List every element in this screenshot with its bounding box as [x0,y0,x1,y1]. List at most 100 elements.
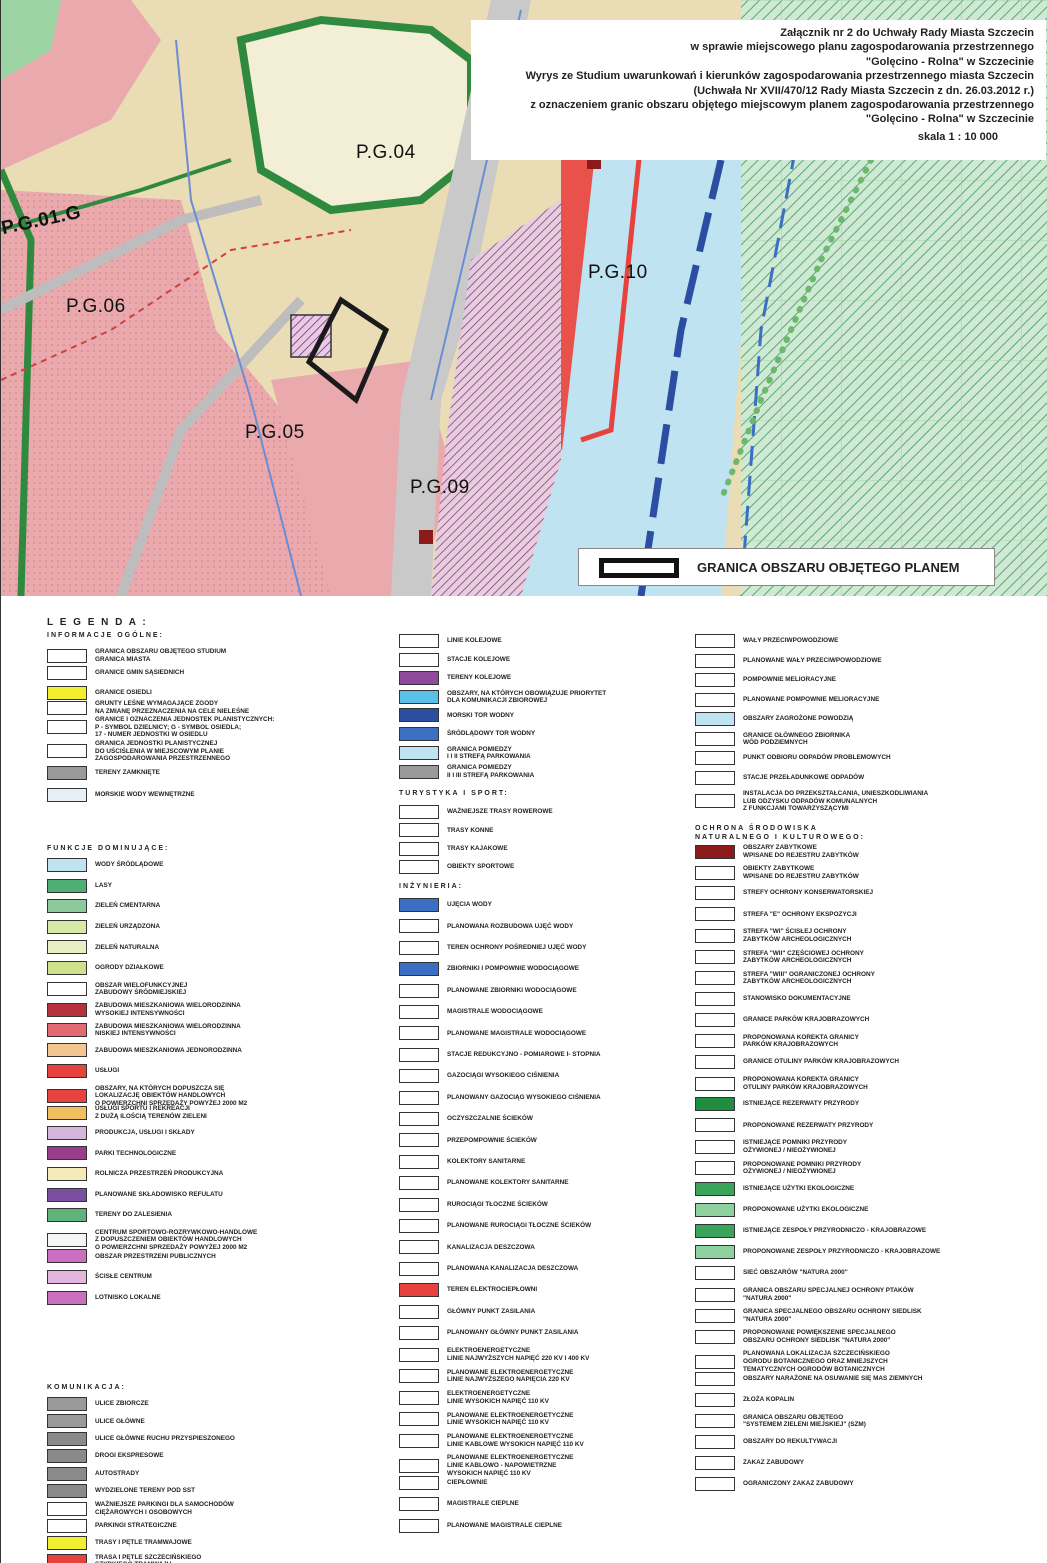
legend-item-label: KANALIZACJA DESZCZOWA [447,1243,535,1251]
legend-item: ZIELEŃ CMENTARNA [47,899,160,914]
legend-item: PROPONOWANA KOREKTA GRANICY OTULINY PARK… [695,1076,868,1091]
legend-item: PROPONOWANE UŻYTKI EKOLOGICZNE [695,1202,868,1217]
legend-item: PROPONOWANE ZESPOŁY PRZYRODNICZO - KRAJO… [695,1244,941,1259]
legend-swatch [695,1455,735,1470]
legend-item-label: ELEKTROENERGETYCZNE LINIE NAJWYŻSZYCH NA… [447,1347,590,1362]
legend-item-label: PLANOWANA LOKALIZACJA SZCZECIŃSKIEGO OGR… [743,1350,890,1373]
legend-item-label: STACJE PRZEŁADUNKOWE ODPADÓW [743,773,865,781]
legend-item-label: ULICE GŁÓWNE RUCHU PRZYSPIESZONEGO [95,1435,235,1442]
legend-item: PROPONOWANE POWIĘKSZENIE SPECJALNEGO OBS… [695,1329,896,1344]
legend-swatch [695,1034,735,1049]
legend-item: PLANOWANE MAGISTRALE CIEPLNE [399,1518,562,1533]
legend-swatch [47,899,87,914]
legend-item: MAGISTRALE WODOCIĄGOWE [399,1005,543,1019]
legend-item-label: WODY ŚRÓDLĄDOWE [95,861,164,869]
legend-item-label: OBSZARY DO REKULTYWACJI [743,1438,837,1445]
legend-item-label: PLANOWANY GAZOCIĄG WYSOKIEGO CIŚNIENIA [447,1093,601,1101]
legend-item-label: TRASA I PĘTLE SZCZECIŃSKIEGO SZYBKIEGO T… [95,1553,202,1563]
legend-swatch [399,1069,439,1084]
legend-swatch [695,794,735,809]
legend-item: STACJE KOLEJOWE [399,652,510,667]
legend-item: GRANICE PARKÓW KRAJOBRAZOWYCH [695,1012,870,1027]
legend-item: OBSZARY NARAŻONE NA OSUWANIE SIĘ MAS ZIE… [695,1371,922,1386]
legend-item: TEREN ELEKTROCIEPŁOWNI [399,1283,537,1298]
legend-item-label: USŁUGI SPORTU I REKREACJI Z DUŻĄ ILOŚCIĄ… [95,1105,207,1120]
legend-item-label: KOLEKTORY SANITARNE [447,1158,526,1165]
legend-swatch [47,788,87,802]
legend-item-label: GRANICE PARKÓW KRAJOBRAZOWYCH [743,1016,870,1023]
legend-item-label: OBSZAR WIELOFUNKCYJNEJ ZABUDOWY ŚRÓDMIEJ… [95,981,188,997]
legend-item: ZIELEŃ URZĄDZONA [47,919,160,934]
legend-item-label: PARKINGI STRATEGICZNE [95,1522,177,1529]
legend-swatch [399,805,439,819]
legend-item-label: RUROCIĄGI TŁOCZNE ŚCIEKÓW [447,1200,548,1208]
legend-swatch [399,1326,439,1340]
legend-swatch [47,1043,87,1058]
legend-item: OCZYSZCZALNIE ŚCIEKÓW [399,1112,533,1126]
legend-item: GRANICA OBSZARU SPECJALNEJ OCHRONY PTAKÓ… [695,1287,914,1302]
legend-item: WODY ŚRÓDLĄDOWE [47,858,163,872]
legend-item: TRASA I PĘTLE SZCZECIŃSKIEGO SZYBKIEGO T… [47,1554,201,1563]
legend-item: OBSZARY, NA KTÓRYCH OBOWIĄZUJE PRIORYTET… [399,690,606,705]
legend-item: MAGISTRALE CIEPLNE [399,1497,519,1512]
legend-item: ULICE ZBIORCZE [47,1397,149,1411]
legend-item-label: PLANOWANE ELEKTROENERGETYCZNE LINIE KABL… [447,1454,574,1477]
legend-item: OGRODY DZIAŁKOWE [47,961,164,975]
legend-item-label: PLANOWANE KOLEKTORY SANITARNE [447,1179,569,1187]
legend-item: PLANOWANY GŁÓWNY PUNKT ZASILANIA [399,1326,578,1340]
legend-swatch [695,1354,735,1369]
map-label-pg05: P.G.05 [245,422,305,443]
legend-item-label: USŁUGI [95,1067,120,1075]
legend-swatch [695,950,735,965]
legend-item-label: ZIELEŃ URZĄDZONA [95,923,160,930]
title-line: (Uchwała Nr XVII/470/12 Rady Miasta Szcz… [693,84,1034,97]
legend-item: STREFA "E" OCHRONY EKSPOZYCJI [695,907,857,922]
legend-swatch [47,1002,87,1017]
legend-swatch [399,764,439,779]
legend-item: CENTRUM SPORTOWO-ROZRYWKOWO-HANDLOWE Z D… [47,1229,257,1252]
legend-item: PLANOWANE ELEKTROENERGETYCZNE LINIE NAJW… [399,1369,573,1384]
legend-swatch [695,1392,735,1407]
legend-swatch [47,1088,87,1103]
legend-swatch [695,751,735,765]
legend-swatch [399,940,439,955]
legend-item-label: ISTNIEJĄCE POMNIKI PRZYRODY OŻYWIONEJ / … [743,1139,848,1154]
legend-item-label: STREFA "WII" CZĘŚCIOWEJ OCHRONY ZABYTKÓW… [743,949,864,965]
legend-swatch [399,671,439,686]
legend-item: OBSZARY DO REKULTYWACJI [695,1434,837,1449]
legend-item-label: OBSZARY ZAGROŻONE POWODZIĄ [743,715,854,723]
legend-item: TRASY I PĘTLE TRAMWAJOWE [47,1536,192,1551]
legend: L E G E N D A : INFORMACJE OGÓLNE: FUNKC… [1,600,1047,1563]
legend-swatch [399,919,439,934]
legend-item: OGRANICZONY ZAKAZ ZABUDOWY [695,1477,854,1491]
legend-swatch [47,700,87,715]
legend-swatch [47,982,87,997]
legend-swatch [695,1181,735,1196]
legend-item: ELEKTROENERGETYCZNE LINIE NAJWYŻSZYCH NA… [399,1347,589,1362]
section-general: INFORMACJE OGÓLNE: [47,632,164,639]
legend-item: KOLEKTORY SANITARNE [399,1154,526,1169]
legend-item-label: GRANICA POMIEDZY I i II STREFĄ PARKOWANI… [447,745,531,761]
legend-item-label: CENTRUM SPORTOWO-ROZRYWKOWO-HANDLOWE Z D… [95,1228,258,1251]
legend-swatch [695,1434,735,1449]
legend-item: PLANOWANE ELEKTROENERGETYCZNE LINIE KABL… [399,1433,584,1448]
legend-swatch [695,1097,735,1112]
legend-swatch [399,1090,439,1105]
legend-item-label: PROPONOWANE POMNIKI PRZYRODY OŻYWIONEJ /… [743,1160,862,1176]
legend-swatch [399,1197,439,1212]
legend-swatch [695,1012,735,1027]
legend-item: GRANICA OBSZARU OBJĘTEGO "SYSTEMEM ZIELE… [695,1414,866,1429]
legend-swatch [399,1026,439,1041]
legend-item-label: GRANICE OTULINY PARKÓW KRAJOBRAZOWYCH [743,1058,899,1066]
legend-item: GRANICE GŁÓWNEGO ZBIORNIKA WÓD PODZIEMNY… [695,732,850,747]
legend-swatch [47,858,87,872]
legend-item: STREFA "WIII" OGRANICZONEJ OCHRONY ZABYT… [695,971,875,986]
legend-item-label: PLANOWANE ELEKTROENERGETYCZNE LINIE NAJW… [447,1368,574,1384]
legend-item: WAŻNIEJSZE PARKINGI DLA SAMOCHODÓW CIĘŻA… [47,1501,234,1516]
legend-item-label: OBSZARY ZABYTKOWE WPISANE DO REJESTRU ZA… [743,844,859,859]
legend-item: PARKINGI STRATEGICZNE [47,1518,177,1533]
legend-swatch [47,666,87,680]
legend-item-label: PROPONOWANE ZESPOŁY PRZYRODNICZO - KRAJO… [743,1248,941,1256]
legend-swatch [399,1133,439,1148]
legend-swatch [399,1283,439,1298]
